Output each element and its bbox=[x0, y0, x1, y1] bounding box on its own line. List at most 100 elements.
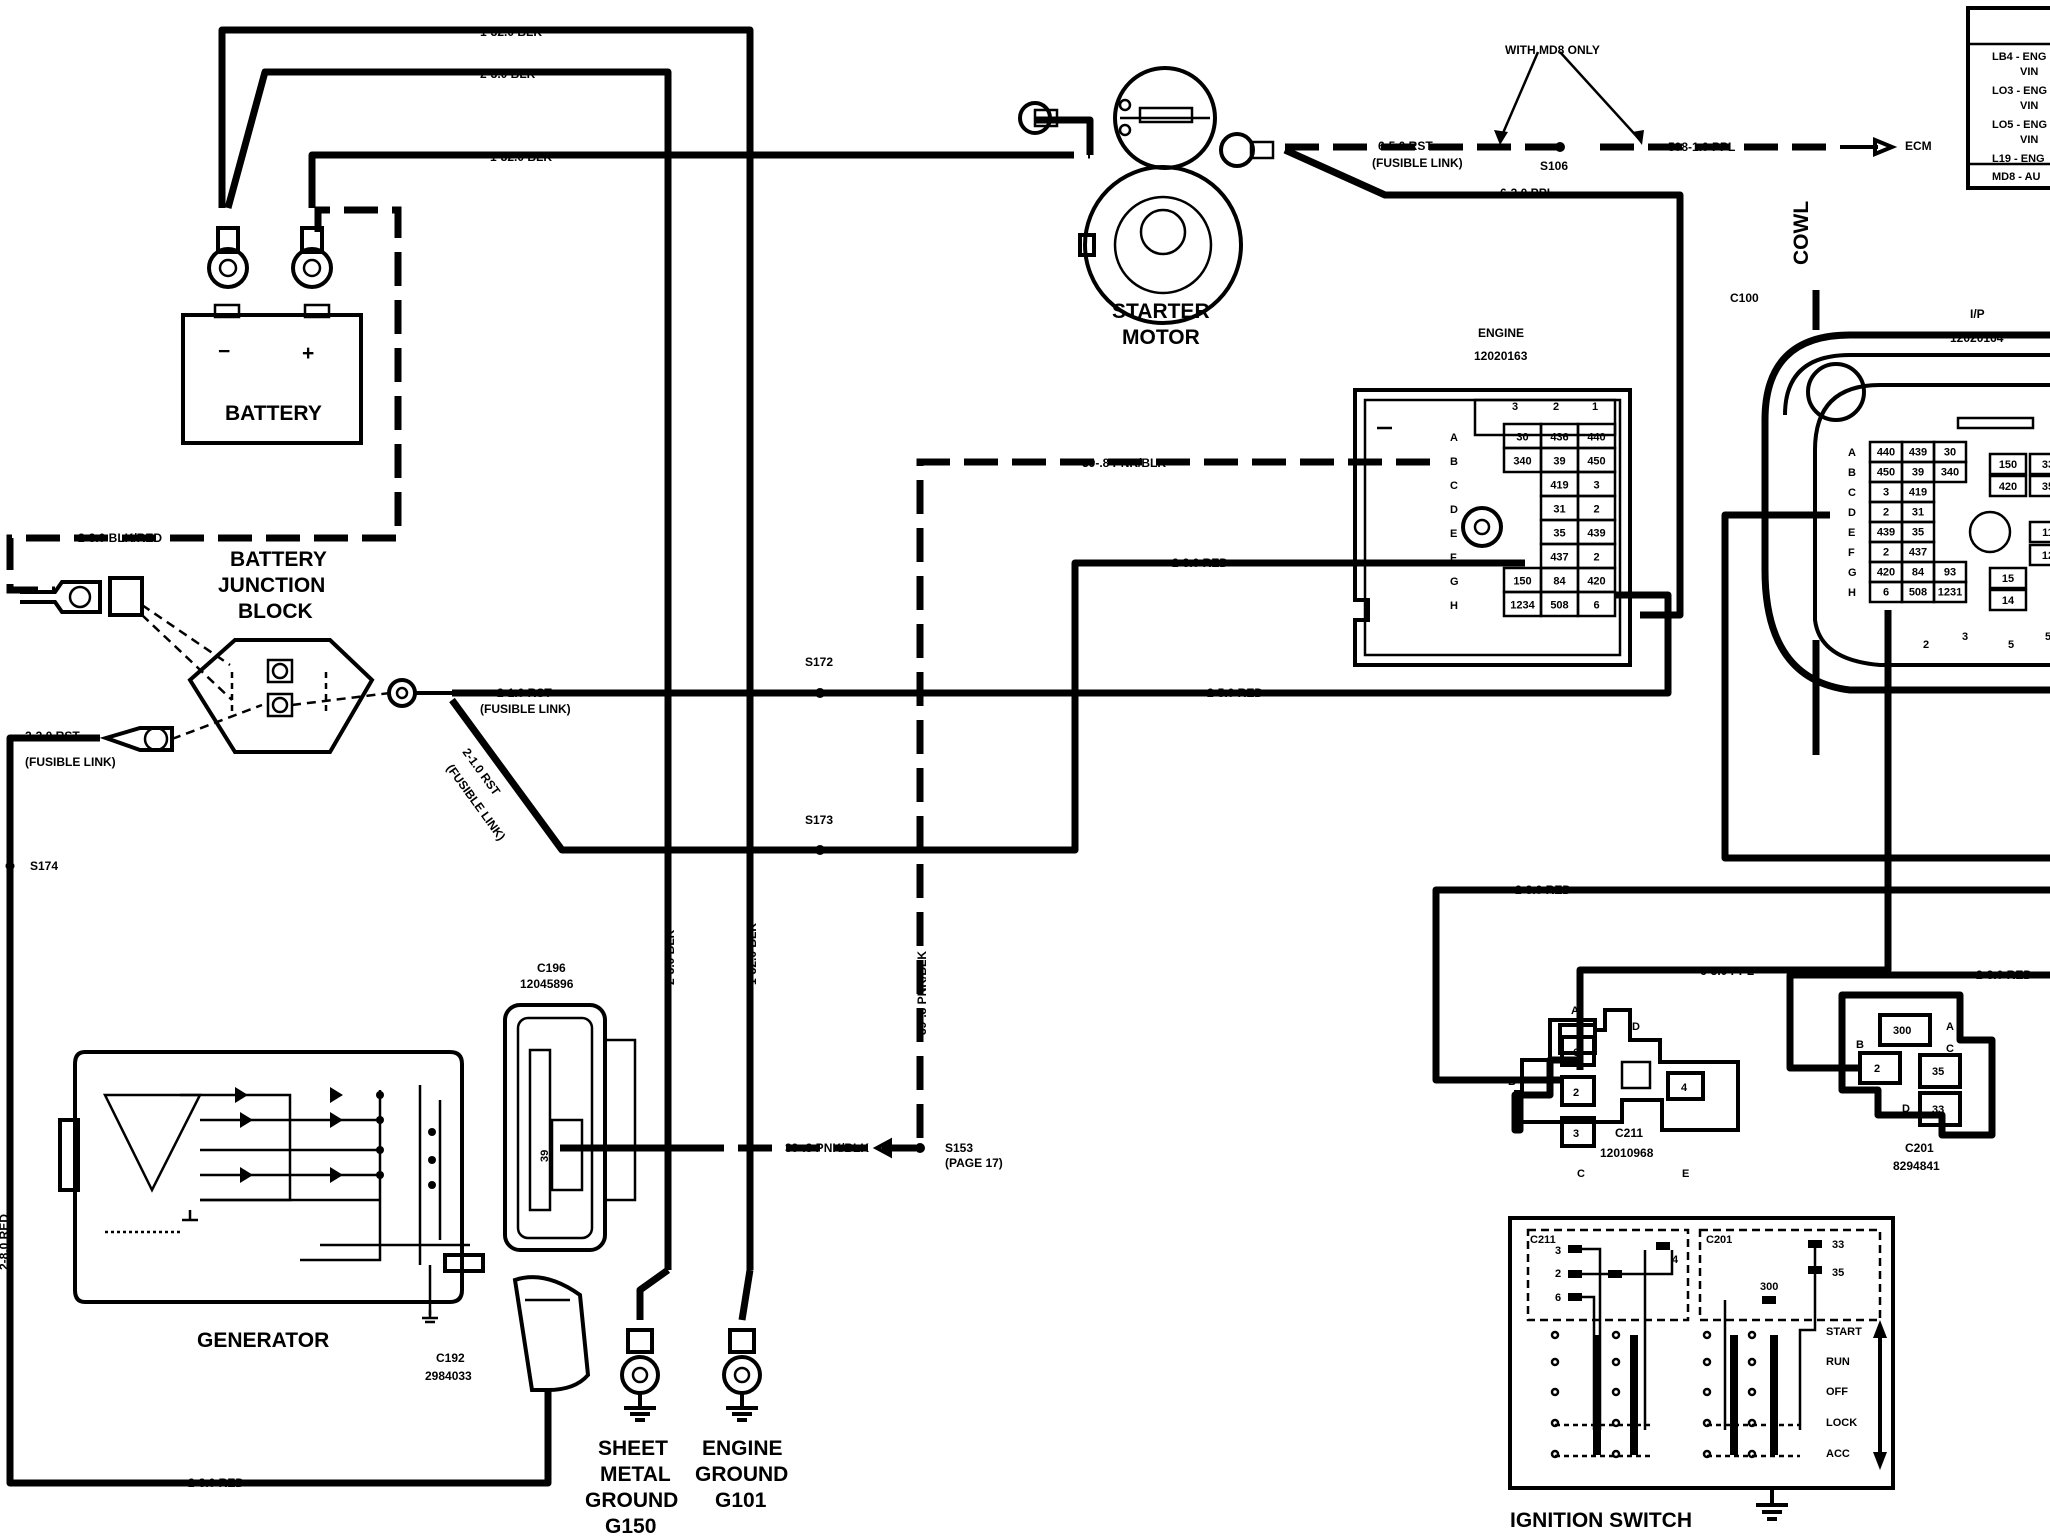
c211-label: C211 bbox=[1615, 1126, 1643, 1140]
engine-cell-text: 39 bbox=[1553, 455, 1565, 467]
ip-row-E: E bbox=[1848, 527, 1855, 539]
legend-row-6: VIN bbox=[2020, 134, 2038, 146]
ip-cell-text: 420 bbox=[1877, 567, 1895, 579]
wire-label-fl1-sub: (FUSIBLE LINK) bbox=[480, 702, 571, 716]
ign-pin-2: 2 bbox=[1555, 1268, 1561, 1280]
ign-c211: C211 bbox=[1530, 1234, 1556, 1246]
ignition-switch: C211 C201 3 2 6 4 33 35 300 bbox=[1508, 1216, 1895, 1532]
c201-letter-a: A bbox=[1946, 1021, 1954, 1033]
c201-letter-d: D bbox=[1902, 1103, 1910, 1115]
wire-label-red1: 2-3.0 RED bbox=[1172, 556, 1228, 570]
bjb-label-3: BLOCK bbox=[238, 600, 313, 623]
c192-part: 2984033 bbox=[425, 1369, 472, 1383]
wire-label-fl4-sub: (FUSIBLE LINK) bbox=[1372, 156, 1463, 170]
ip-extra-cell bbox=[1988, 474, 2028, 498]
engine-cell-text: 439 bbox=[1587, 527, 1605, 539]
engine-cell-text: 30 bbox=[1516, 431, 1528, 443]
wire-label-vblk2: 1-32.0 BLK bbox=[745, 923, 759, 985]
g101-label-2: GROUND bbox=[695, 1463, 788, 1486]
engine-legend: LB4 - ENG VIN LO3 - ENG VIN LO5 - ENG VI… bbox=[1966, 6, 2050, 190]
ip-extra-cell-text: 420 bbox=[1999, 481, 2017, 493]
legend-row-8: MD8 - AU bbox=[1992, 171, 2041, 183]
ip-extra-cell-text: 33 bbox=[2042, 459, 2050, 471]
ip-connector-label: I/P bbox=[1970, 307, 1985, 321]
engine-row-D: D bbox=[1450, 504, 1458, 516]
ip-cell-text: 31 bbox=[1912, 507, 1924, 519]
c211-pin-e: 4 bbox=[1681, 1082, 1688, 1094]
engine-row-E: E bbox=[1450, 528, 1457, 540]
engine-col-2: 2 bbox=[1553, 401, 1559, 413]
ign-pin-35: 35 bbox=[1832, 1267, 1844, 1279]
engine-cell-text: 437 bbox=[1550, 551, 1568, 563]
engine-cell-text: 420 bbox=[1587, 575, 1605, 587]
c211-connector: 6 2 3 4 A B C D E C211 12010968 bbox=[1508, 1005, 1740, 1180]
wire-label-pnk3: 39-.8 PNK/BLK bbox=[785, 1141, 869, 1155]
ign-pin-33: 33 bbox=[1832, 1239, 1844, 1251]
sheet-metal-ground: SHEET METAL GROUND G150 bbox=[585, 1267, 678, 1536]
engine-cell-text: 419 bbox=[1550, 479, 1568, 491]
c201-letter-b: B bbox=[1856, 1039, 1864, 1051]
ip-foot-number: 5 bbox=[2045, 631, 2050, 643]
ip-extra-cell bbox=[1988, 588, 2028, 612]
ip-cell-text: 419 bbox=[1909, 487, 1927, 499]
ip-cell-text: 6 bbox=[1883, 587, 1889, 599]
splice-s153: S153 bbox=[945, 1141, 973, 1155]
starter-motor: STARTER MOTOR bbox=[1018, 66, 1275, 349]
legend-row-7: L19 - ENG bbox=[1992, 153, 2045, 165]
engine-cell-text: 340 bbox=[1513, 455, 1531, 467]
generator: GENERATOR bbox=[58, 1050, 485, 1352]
ip-cell bbox=[1932, 580, 1968, 604]
ip-cell-text: 340 bbox=[1941, 467, 1959, 479]
ip-row-G: G bbox=[1848, 567, 1857, 579]
engine-cell-text: 3 bbox=[1593, 479, 1599, 491]
legend-row-1: LB4 - ENG bbox=[1992, 51, 2046, 63]
wire-label-vblk1: 2-3.0 BLK bbox=[663, 929, 677, 985]
ip-row-A: A bbox=[1848, 447, 1856, 459]
g101-label-3: G101 bbox=[715, 1489, 767, 1512]
generator-diodes bbox=[235, 1087, 343, 1183]
g150-label-3: GROUND bbox=[585, 1489, 678, 1512]
ip-extra-cell-text: 14 bbox=[2002, 595, 2015, 607]
ip-row-C: C bbox=[1848, 487, 1856, 499]
wire-label-ppl508: 508-1.0 PPL bbox=[1668, 140, 1735, 154]
ecm-label: ECM bbox=[1905, 139, 1932, 153]
ip-extra-cell-text: 35 bbox=[2042, 481, 2050, 493]
c211-letter-a: A bbox=[1571, 1005, 1579, 1017]
engine-cell-text: 2 bbox=[1593, 503, 1599, 515]
ip-cell-text: 93 bbox=[1944, 567, 1956, 579]
ip-row-D: D bbox=[1848, 507, 1856, 519]
ign-pin-3: 3 bbox=[1555, 1245, 1561, 1257]
ip-extra-cell-text: 150 bbox=[1999, 459, 2017, 471]
c100-label: C100 bbox=[1730, 291, 1759, 305]
ip-foot-number: 2 bbox=[1923, 639, 1929, 651]
ip-extra-cell bbox=[2028, 520, 2050, 544]
wire-label-red4: 2-3.0 RED bbox=[1976, 968, 2032, 982]
wire-label-ppl: 6-3.0 PPL bbox=[1500, 186, 1554, 200]
wire-label-fl3-sub: (FUSIBLE LINK) bbox=[25, 755, 116, 769]
c192-connector: C192 2984033 bbox=[425, 1275, 591, 1392]
engine-cell-text: 150 bbox=[1513, 575, 1531, 587]
ign-pin-6: 6 bbox=[1555, 1292, 1561, 1304]
ign-pos-run: RUN bbox=[1826, 1356, 1850, 1368]
c211-letter-b: B bbox=[1508, 1076, 1516, 1088]
battery-minus: − bbox=[218, 340, 230, 363]
ip-extra-cell bbox=[2028, 452, 2050, 476]
ign-pin-4: 4 bbox=[1672, 1254, 1679, 1266]
c211-letter-e: E bbox=[1682, 1168, 1689, 1180]
c201-pin-b: 2 bbox=[1874, 1063, 1880, 1075]
legend-row-4: VIN bbox=[2020, 100, 2038, 112]
g150-label-4: G150 bbox=[605, 1515, 656, 1536]
g101-label-1: ENGINE bbox=[702, 1437, 783, 1460]
c196-connector: C196 12045896 39 bbox=[503, 961, 700, 1252]
engine-cell-text: 450 bbox=[1587, 455, 1605, 467]
splice-s153-page: (PAGE 17) bbox=[945, 1156, 1003, 1170]
ip-cell-text: 450 bbox=[1877, 467, 1895, 479]
wire-label-red6: 2-8.0 RED bbox=[188, 1476, 244, 1490]
wire-label-ppl2: 6-5.0 PPL bbox=[1700, 964, 1754, 978]
engine-cell-text: 508 bbox=[1550, 599, 1568, 611]
ign-pos-start: START bbox=[1826, 1326, 1862, 1338]
wire-label-2: 2-3.0 BLK bbox=[480, 67, 536, 81]
